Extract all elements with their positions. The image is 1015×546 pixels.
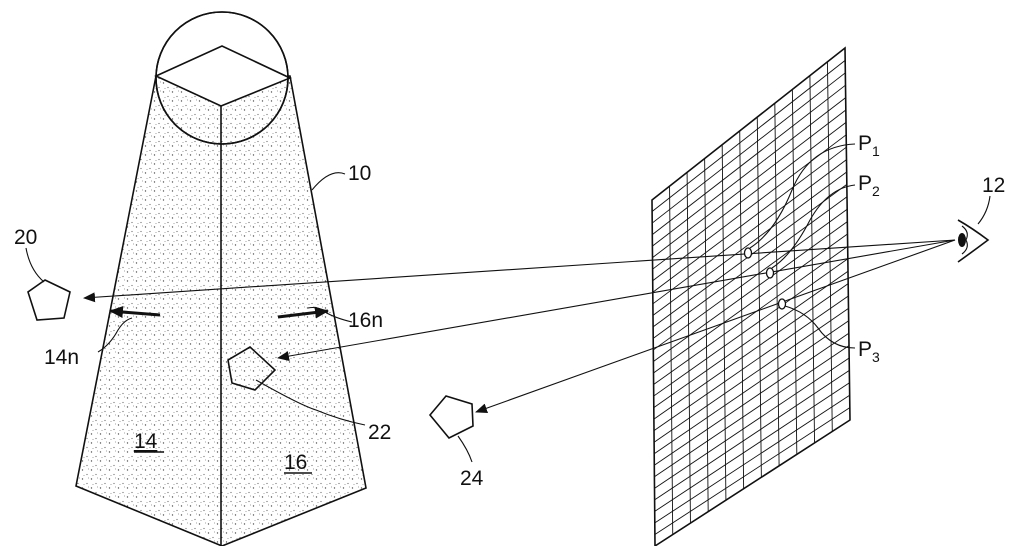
- grid-row-line: [653, 246, 848, 385]
- label-16: 16: [284, 451, 307, 474]
- leader-lines: [25, 143, 991, 463]
- grid-row-line: [653, 320, 849, 455]
- grid-row-line: [652, 122, 847, 270]
- grid-row-line: [652, 109, 847, 259]
- label-p1-sub: 1: [872, 143, 880, 159]
- cube-top-face: [154, 45, 292, 107]
- leader-16n: [307, 306, 353, 323]
- grid-row-line: [653, 221, 848, 362]
- leader-14n: [97, 317, 133, 353]
- label-10: 10: [348, 162, 371, 185]
- grid-row-line: [653, 258, 849, 397]
- grid-row-line: [654, 332, 850, 466]
- leader-10: [311, 172, 346, 191]
- ray-to-object-22: [277, 239, 956, 362]
- grid-row-line: [652, 146, 847, 293]
- grid-row-line: [653, 295, 849, 432]
- label-p3-main: P: [858, 338, 872, 361]
- left-face-normal-arrow: [109, 306, 161, 319]
- apex-circle-rim: [155, 11, 289, 145]
- label-20: 20: [14, 226, 37, 249]
- label-14: 14: [134, 430, 158, 453]
- label-24: 24: [460, 467, 484, 490]
- sight-rays: [83, 239, 956, 413]
- label-p3-sub: 3: [872, 349, 880, 365]
- grid-row-line: [653, 308, 849, 443]
- cube-lower-stipple: [155, 76, 291, 145]
- label-16n: 16n: [348, 309, 383, 332]
- label-p2-main: P: [858, 172, 872, 195]
- grid-row-line: [654, 345, 850, 478]
- grid-row-line: [653, 270, 849, 408]
- grid-row-line: [654, 370, 850, 501]
- grid-row-line: [651, 60, 846, 212]
- leader-20: [25, 247, 45, 283]
- grid-row-line: [651, 72, 846, 224]
- label-p1-main: P: [858, 132, 872, 155]
- ray-to-object-20: [83, 239, 956, 303]
- leader-22: [255, 379, 366, 426]
- grid-row-line: [652, 171, 847, 316]
- grid-row-line: [653, 233, 848, 374]
- leader-p1: [749, 143, 856, 249]
- image-plane-grid: [651, 46, 851, 546]
- label-14n: 14n: [44, 346, 79, 369]
- leader-12: [977, 195, 991, 225]
- point-p3-marker: [777, 298, 787, 310]
- label-12: 12: [982, 174, 1005, 197]
- object-24-pentagon: [428, 395, 474, 440]
- grid-row-line: [652, 159, 847, 305]
- label-p2: P2: [858, 172, 880, 199]
- grid-row-line: [652, 196, 848, 339]
- grid-row-line: [653, 208, 848, 351]
- object-22-pentagon: [227, 346, 277, 391]
- object-20-pentagon: [27, 279, 71, 321]
- grid-row-line: [654, 394, 850, 524]
- point-p1-marker: [743, 247, 753, 259]
- apex-cube: [154, 11, 292, 145]
- grid-row-line: [652, 97, 846, 247]
- right-face-normal-arrow: [277, 306, 329, 319]
- label-p3: P3: [858, 338, 880, 365]
- grid-row-line: [654, 407, 851, 535]
- grid-row-line: [654, 357, 850, 489]
- label-22: 22: [368, 421, 391, 444]
- label-p1: P1: [858, 132, 880, 159]
- image-plane-outline: [651, 46, 851, 546]
- point-p2-marker: [765, 267, 775, 279]
- leader-p2: [771, 184, 856, 269]
- grid-row-line: [652, 84, 846, 235]
- intersection-points: [743, 247, 787, 310]
- eye-icon: [957, 219, 990, 263]
- grid-row-line: [653, 283, 849, 420]
- ray-to-object-24: [475, 239, 956, 413]
- grid-row-line: [654, 382, 850, 512]
- leader-24: [457, 435, 473, 463]
- leader-p3: [784, 305, 856, 349]
- label-p2-sub: 2: [872, 183, 880, 199]
